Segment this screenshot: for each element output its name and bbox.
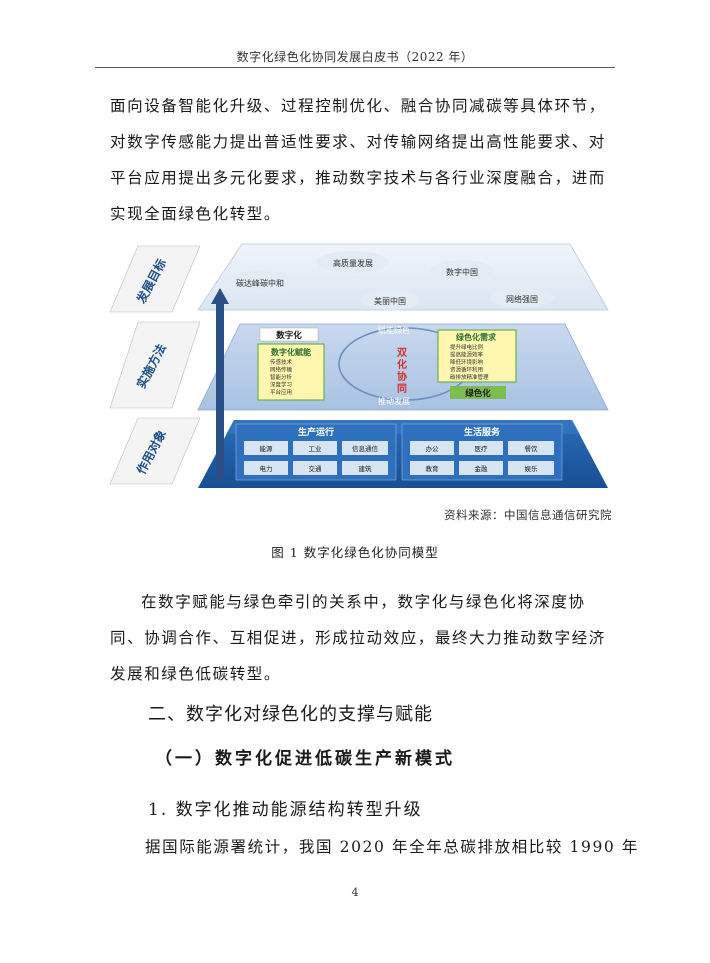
- object-cell: [508, 461, 554, 475]
- object-cell-text: 金融: [475, 464, 489, 473]
- object-cell-text: 能源: [260, 444, 274, 453]
- goal-text: 美丽中国: [374, 296, 406, 306]
- object-cell: [410, 441, 454, 455]
- header-rule: [95, 67, 615, 68]
- object-cell-text: 娱乐: [525, 464, 539, 473]
- paragraph-2: 在数字赋能与绿色牵引的关系中，数字化与绿色化将深度协同、协调合作、互相促进，形成…: [110, 593, 606, 683]
- object-cell: [508, 441, 554, 455]
- subsection-heading: （一）数字化促进低碳生产新模式: [155, 749, 455, 769]
- green-item: 碳排放精准管理: [450, 373, 489, 381]
- running-header: 数字化绿色化协同发展白皮书（2022 年）: [236, 50, 474, 64]
- subsubsection-heading: 1. 数字化推动能源结构转型升级: [148, 800, 423, 820]
- objects-layer: 生产运行 能源 工业 信息通信 电力 交通 建筑 生活服务 办公 医疗 餐饮 教…: [198, 420, 608, 488]
- object-cell-text: 交通: [309, 464, 323, 473]
- object-cell: [459, 441, 503, 455]
- page-number: 4: [351, 886, 359, 899]
- object-cell-text: 电力: [260, 464, 273, 473]
- upward-arrow-icon: [211, 288, 229, 482]
- goal-cloud: [222, 271, 298, 293]
- goal-text: 高质量发展: [333, 258, 373, 268]
- object-cell: [293, 461, 337, 475]
- layer-label-top: 发展目标: [110, 245, 201, 313]
- goal-cloud: [360, 290, 420, 310]
- center-char: 同: [397, 383, 407, 395]
- paragraph-3: 据国际能源署统计，我国 2020 年全年总碳排放相比较 1990 年: [145, 838, 640, 856]
- digital-box-title: 数字化赋能: [271, 347, 311, 357]
- goal-text: 碳达峰碳中和: [236, 278, 284, 288]
- section-heading: 二、数字化对绿色化的支撑与赋能: [148, 704, 433, 725]
- green-item: 提高能源效率: [450, 351, 484, 359]
- object-cell-text: 工业: [309, 444, 323, 453]
- digital-item: 传感技术: [270, 358, 293, 366]
- object-cell-text: 建筑: [359, 464, 373, 473]
- goal-cloud: [317, 251, 389, 273]
- goal-cloud: [490, 288, 554, 308]
- object-cell: [293, 441, 337, 455]
- digital-item: 深度学习: [270, 381, 292, 389]
- arc-label-top: 赋能绿色: [378, 325, 410, 335]
- object-cell: [459, 461, 503, 475]
- object-cell: [342, 441, 388, 455]
- synergy-model-figure: 发展目标 实施方法 作用对象 高质量发展 碳达峰碳中和 数字中国 美丽中国 网络…: [110, 243, 609, 488]
- object-cell-text: 餐饮: [525, 444, 539, 453]
- production-title: 生产运行: [298, 426, 334, 438]
- layer-label-middle: 实施方法: [110, 321, 201, 409]
- layer-label-bottom: 作用对象: [110, 417, 201, 485]
- center-char: 化: [397, 358, 407, 371]
- object-cell: [244, 441, 288, 455]
- digital-item: 平台应用: [270, 388, 292, 396]
- method-layer: 赋能绿色 推动发展 双 化 协 同 数字化 数字化赋能 传感技术 网络传输 智能…: [197, 323, 609, 411]
- figure-caption: 图 1 数字化绿色化协同模型: [271, 545, 439, 560]
- green-title-box: [450, 386, 506, 399]
- figure-source: 资料来源：中国信息通信研究院: [444, 508, 612, 522]
- goals-layer: 高质量发展 碳达峰碳中和 数字中国 美丽中国 网络强国: [197, 243, 609, 311]
- object-cell-text: 教育: [426, 464, 440, 473]
- object-cell: [410, 461, 454, 475]
- object-cell-text: 办公: [426, 444, 440, 453]
- goal-text: 数字中国: [446, 267, 478, 277]
- digital-item: 网络传输: [270, 366, 293, 374]
- object-cell-text: 信息通信: [352, 444, 379, 453]
- goal-cloud: [430, 260, 494, 282]
- digital-title-box: [259, 327, 319, 342]
- green-item: 资源循环利用: [450, 366, 483, 374]
- green-box: [437, 329, 517, 383]
- green-box-title: 绿色化需求: [456, 332, 497, 342]
- digital-item: 智能分析: [270, 373, 293, 381]
- digital-title: 数字化: [276, 330, 302, 341]
- center-char: 双: [397, 347, 407, 359]
- services-title: 生活服务: [464, 426, 501, 438]
- green-title: 绿色化: [465, 388, 491, 399]
- arc-label-bottom: 推动发展: [378, 396, 410, 406]
- paragraph-1: 面向设备智能化升级、过程控制优化、融合协同减碳等具体环节，对数字传感能力提出普适…: [110, 97, 606, 223]
- green-item: 降低环境影响: [450, 358, 484, 366]
- goal-text: 网络强国: [506, 294, 538, 304]
- object-cell-text: 医疗: [475, 444, 489, 453]
- object-cell: [244, 461, 288, 475]
- digital-box: [257, 343, 325, 401]
- center-char: 协: [397, 370, 407, 383]
- object-cell: [342, 461, 388, 475]
- green-item: 提升绿电比例: [450, 343, 484, 351]
